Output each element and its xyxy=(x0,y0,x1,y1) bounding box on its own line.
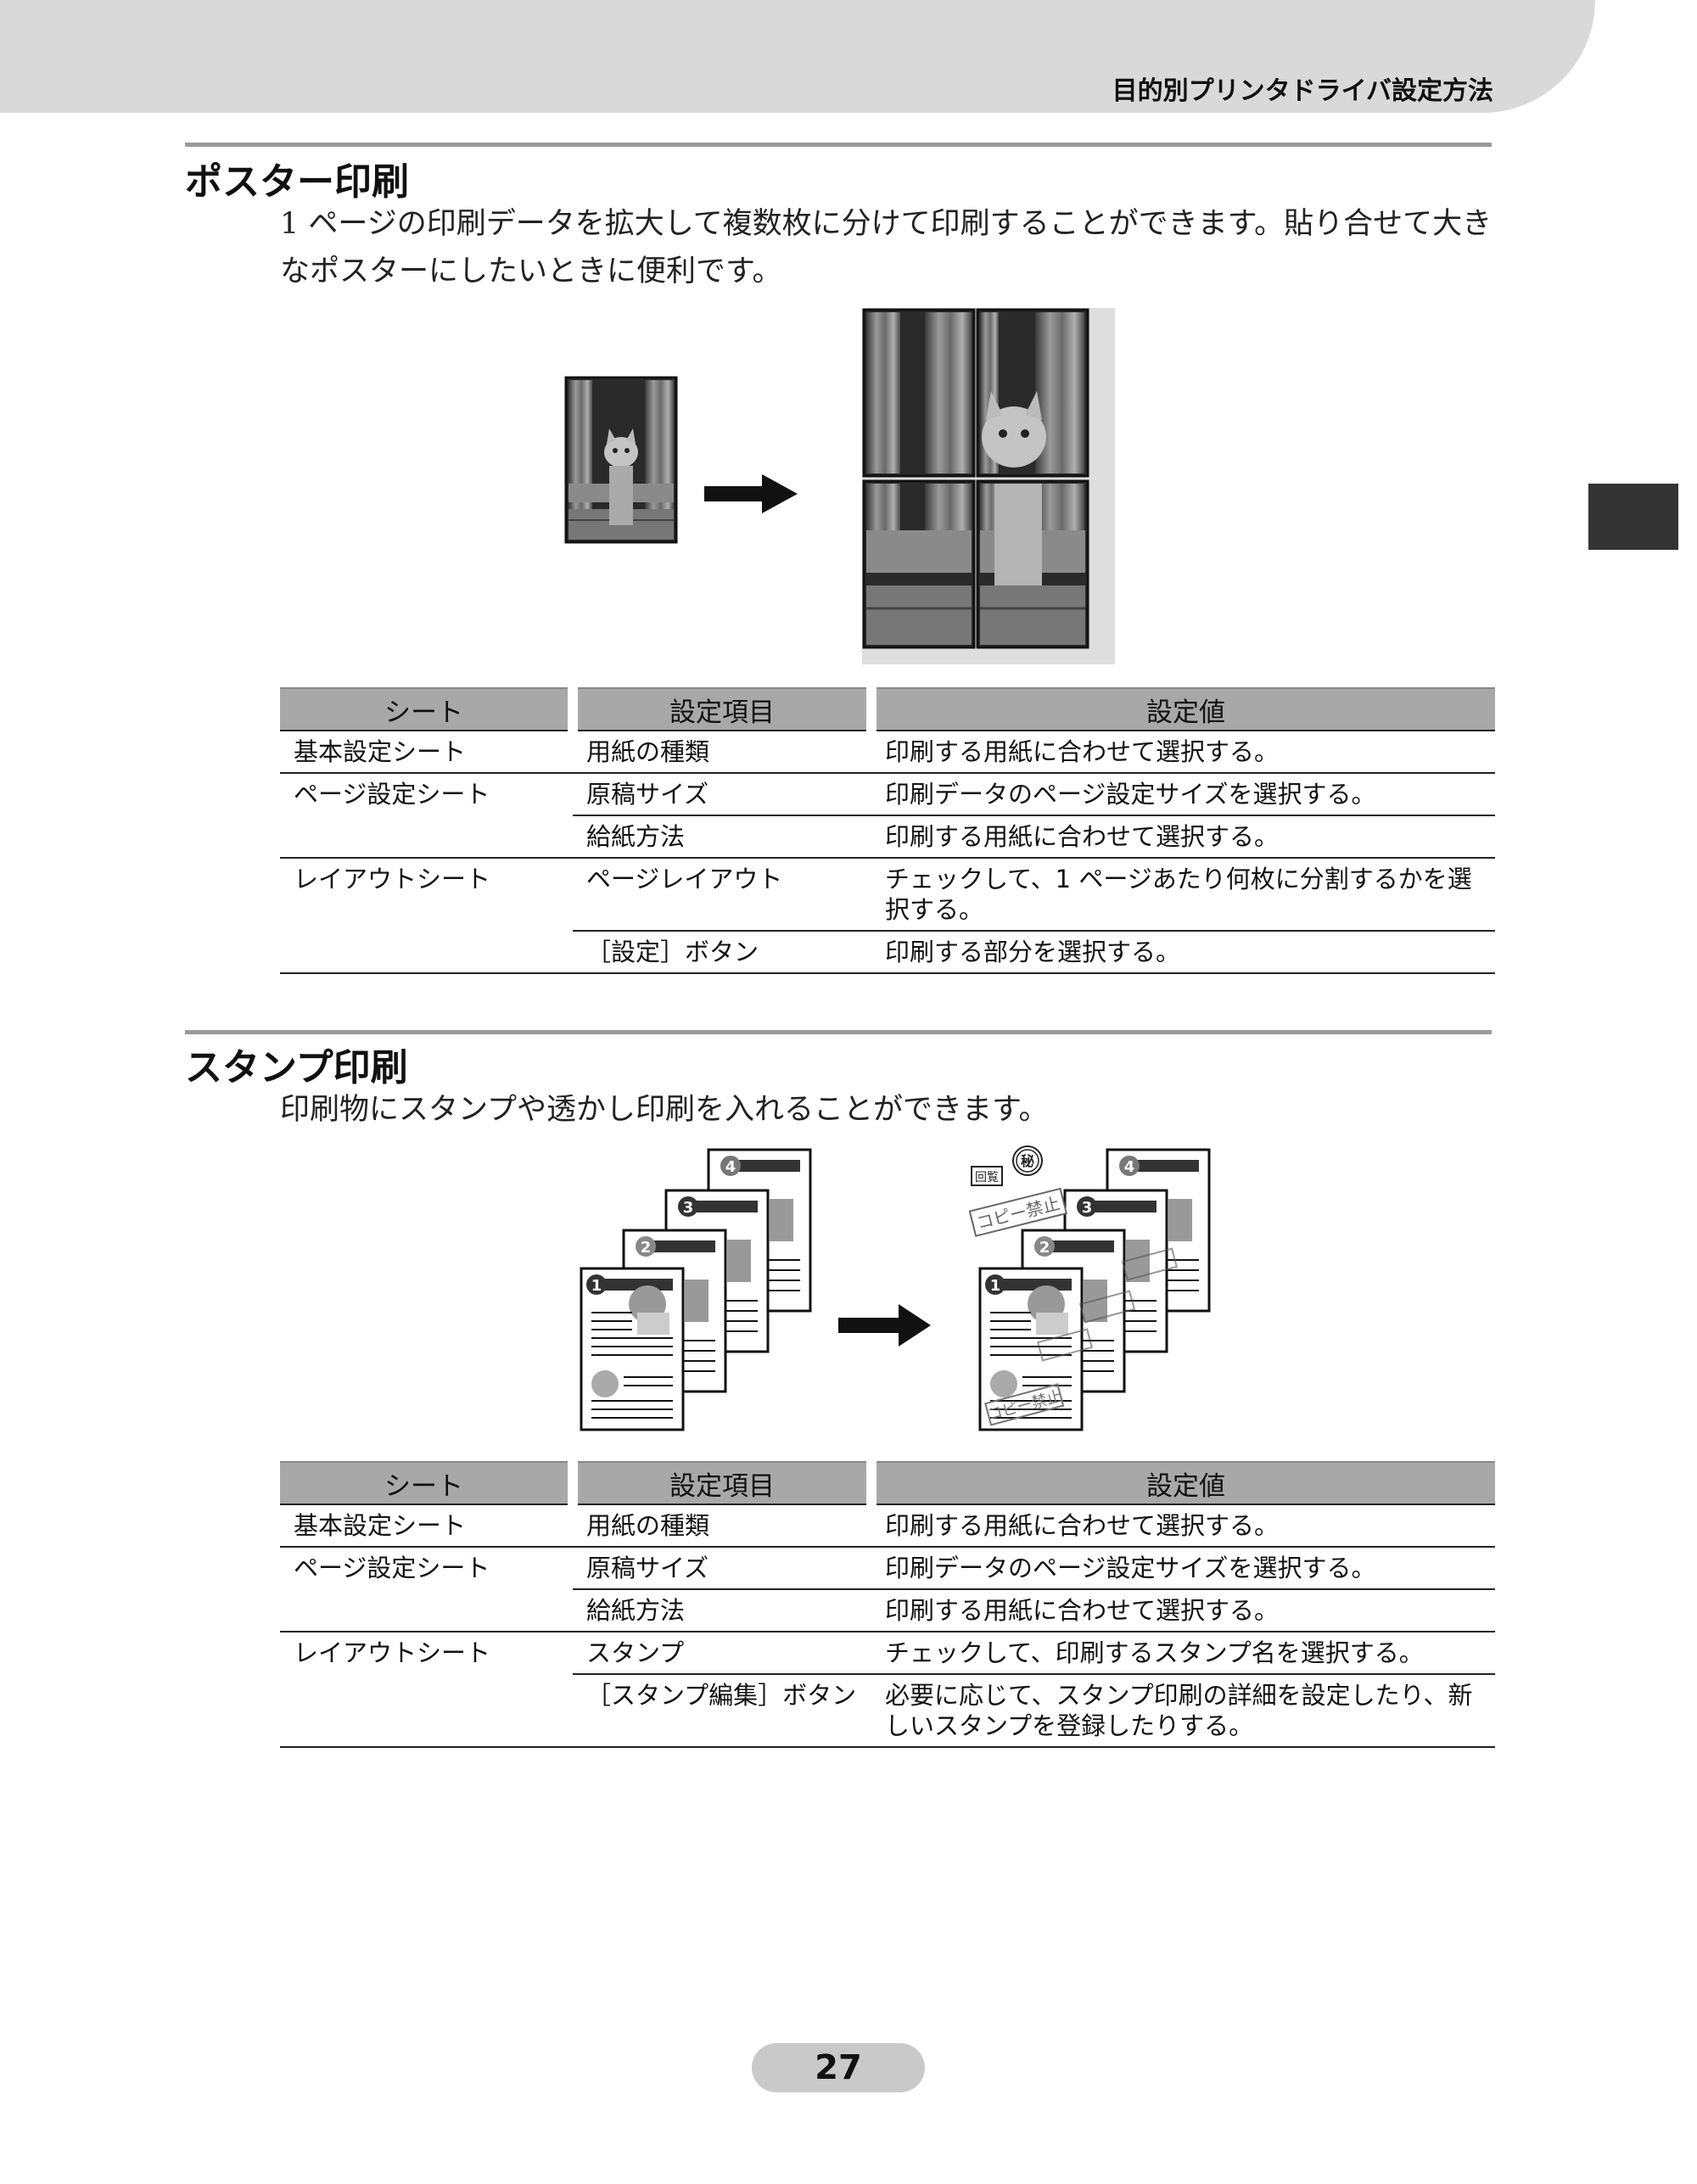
copy-prohibited-stamp: コピー禁止 xyxy=(968,1187,1068,1237)
cell-sheet: ページ設定シート xyxy=(294,1554,490,1582)
table-row: 給紙方法 印刷する用紙に合わせて選択する。 xyxy=(280,1589,1495,1632)
cell-value: チェックして、印刷するスタンプ名を選択する。 xyxy=(871,1632,1495,1675)
svg-text:4: 4 xyxy=(1124,1158,1135,1176)
stamp-description: 印刷物にスタンプや透かし印刷を入れることができます。 xyxy=(280,1093,1049,1127)
original-document-stack: 4 3 2 1 xyxy=(580,1148,812,1431)
cell-sheet: 基本設定シート xyxy=(280,731,573,774)
column-header-value: 設定値 xyxy=(871,1461,1495,1505)
header-band xyxy=(0,0,1595,113)
svg-text:3: 3 xyxy=(1082,1199,1093,1217)
cell-item: 用紙の種類 xyxy=(573,731,871,774)
table-row: ページ設定シート 原稿サイズ 印刷データのページ設定サイズを選択する。 xyxy=(280,773,1495,816)
cell-item: ページレイアウト xyxy=(573,858,871,932)
table-row: ［スタンプ編集］ボタン 必要に応じて、スタンプ印刷の詳細を設定したり、新しいスタ… xyxy=(280,1674,1495,1748)
cell-sheet: 基本設定シート xyxy=(280,1504,573,1548)
column-header-item: 設定項目 xyxy=(573,1461,877,1505)
poster-description: 1 ページの印刷データを拡大して複数枚に分けて印刷することができます。貼り合せて… xyxy=(280,207,1493,288)
table-row: ［設定］ボタン 印刷する部分を選択する。 xyxy=(280,931,1495,974)
cell-value: 印刷する部分を選択する。 xyxy=(871,931,1495,974)
column-header-sheet: シート xyxy=(280,1461,578,1505)
table-header-row: シート 設定項目 設定値 xyxy=(280,687,1495,731)
hi-stamp: 秘 xyxy=(1012,1145,1043,1176)
cell-value: 印刷データのページ設定サイズを選択する。 xyxy=(871,1547,1495,1590)
kairan-stamp: 回覧 xyxy=(971,1166,1003,1186)
cell-value: 印刷データのページ設定サイズを選択する。 xyxy=(871,773,1495,816)
cell-sheet: レイアウトシート xyxy=(294,1638,491,1667)
svg-text:1: 1 xyxy=(591,1277,602,1295)
cell-sheet: レイアウトシート xyxy=(294,865,491,893)
cell-item: ［設定］ボタン xyxy=(573,931,871,974)
cell-value: チェックして、1 ページあたり何枚に分割するかを選択する。 xyxy=(871,858,1495,932)
cell-item: スタンプ xyxy=(573,1632,871,1675)
cell-item: 給紙方法 xyxy=(573,815,871,859)
svg-text:2: 2 xyxy=(641,1239,652,1257)
table-row: 基本設定シート 用紙の種類 印刷する用紙に合わせて選択する。 xyxy=(280,731,1495,774)
table-row: 基本設定シート 用紙の種類 印刷する用紙に合わせて選択する。 xyxy=(280,1504,1495,1548)
table-row: レイアウトシート ページレイアウト チェックして、1 ページあたり何枚に分割する… xyxy=(280,858,1495,932)
svg-text:4: 4 xyxy=(725,1158,736,1176)
poster-tiles xyxy=(862,308,1115,664)
stamp-illustration: 4 3 2 1 4 3 2 1 xyxy=(580,1145,1211,1431)
cell-value: 印刷する用紙に合わせて選択する。 xyxy=(871,1504,1495,1548)
table-row: ページ設定シート 原稿サイズ 印刷データのページ設定サイズを選択する。 xyxy=(280,1547,1495,1590)
poster-title: ポスター印刷 xyxy=(185,160,409,204)
original-photo xyxy=(564,376,678,544)
cell-item: 給紙方法 xyxy=(573,1589,871,1632)
cell-sheet xyxy=(280,931,573,974)
section-rule-stamp xyxy=(185,1030,1492,1034)
svg-text:1: 1 xyxy=(990,1277,1001,1295)
cell-sheet xyxy=(280,1674,573,1748)
stamp-arrow-icon xyxy=(838,1304,931,1347)
cell-value: 印刷する用紙に合わせて選択する。 xyxy=(871,1589,1495,1632)
cell-sheet xyxy=(280,815,573,859)
cell-value: 必要に応じて、スタンプ印刷の詳細を設定したり、新しいスタンプを登録したりする。 xyxy=(871,1674,1495,1748)
stamp-title: スタンプ印刷 xyxy=(185,1046,408,1089)
cell-item: 原稿サイズ xyxy=(573,773,871,816)
table-row: 給紙方法 印刷する用紙に合わせて選択する。 xyxy=(280,815,1495,859)
svg-text:秘: 秘 xyxy=(1021,1153,1034,1169)
cell-item: ［スタンプ編集］ボタン xyxy=(573,1674,871,1748)
cell-sheet: ページ設定シート xyxy=(294,780,490,809)
cell-value: 印刷する用紙に合わせて選択する。 xyxy=(871,815,1495,859)
header-title: 目的別プリンタドライバ設定方法 xyxy=(1112,76,1493,106)
table-header-row: シート 設定項目 設定値 xyxy=(280,1461,1495,1505)
section-rule-poster xyxy=(185,143,1492,147)
poster-illustration xyxy=(564,308,1115,664)
cell-sheet xyxy=(280,1589,573,1632)
stamp-settings-table: シート 設定項目 設定値 基本設定シート 用紙の種類 印刷する用紙に合わせて選択… xyxy=(280,1461,1495,1748)
svg-text:2: 2 xyxy=(1039,1239,1050,1257)
table-row: レイアウトシート スタンプ チェックして、印刷するスタンプ名を選択する。 xyxy=(280,1632,1495,1675)
chapter-tab xyxy=(1588,484,1678,550)
poster-arrow-icon xyxy=(704,474,798,513)
svg-text:回覧: 回覧 xyxy=(975,1170,999,1184)
column-header-item: 設定項目 xyxy=(573,687,877,731)
cell-item: 原稿サイズ xyxy=(573,1547,871,1590)
poster-settings-table: シート 設定項目 設定値 基本設定シート 用紙の種類 印刷する用紙に合わせて選択… xyxy=(280,687,1495,974)
cell-item: 用紙の種類 xyxy=(573,1504,871,1548)
page-number-badges: 4 3 2 1 xyxy=(591,1156,741,1295)
svg-text:3: 3 xyxy=(683,1199,694,1217)
cell-value: 印刷する用紙に合わせて選択する。 xyxy=(871,731,1495,774)
stamped-document-stack: 4 3 2 1 コピー禁止 xyxy=(978,1148,1211,1431)
column-header-sheet: シート xyxy=(280,687,578,731)
column-header-value: 設定値 xyxy=(871,687,1495,731)
page-number: 27 xyxy=(752,2043,925,2092)
